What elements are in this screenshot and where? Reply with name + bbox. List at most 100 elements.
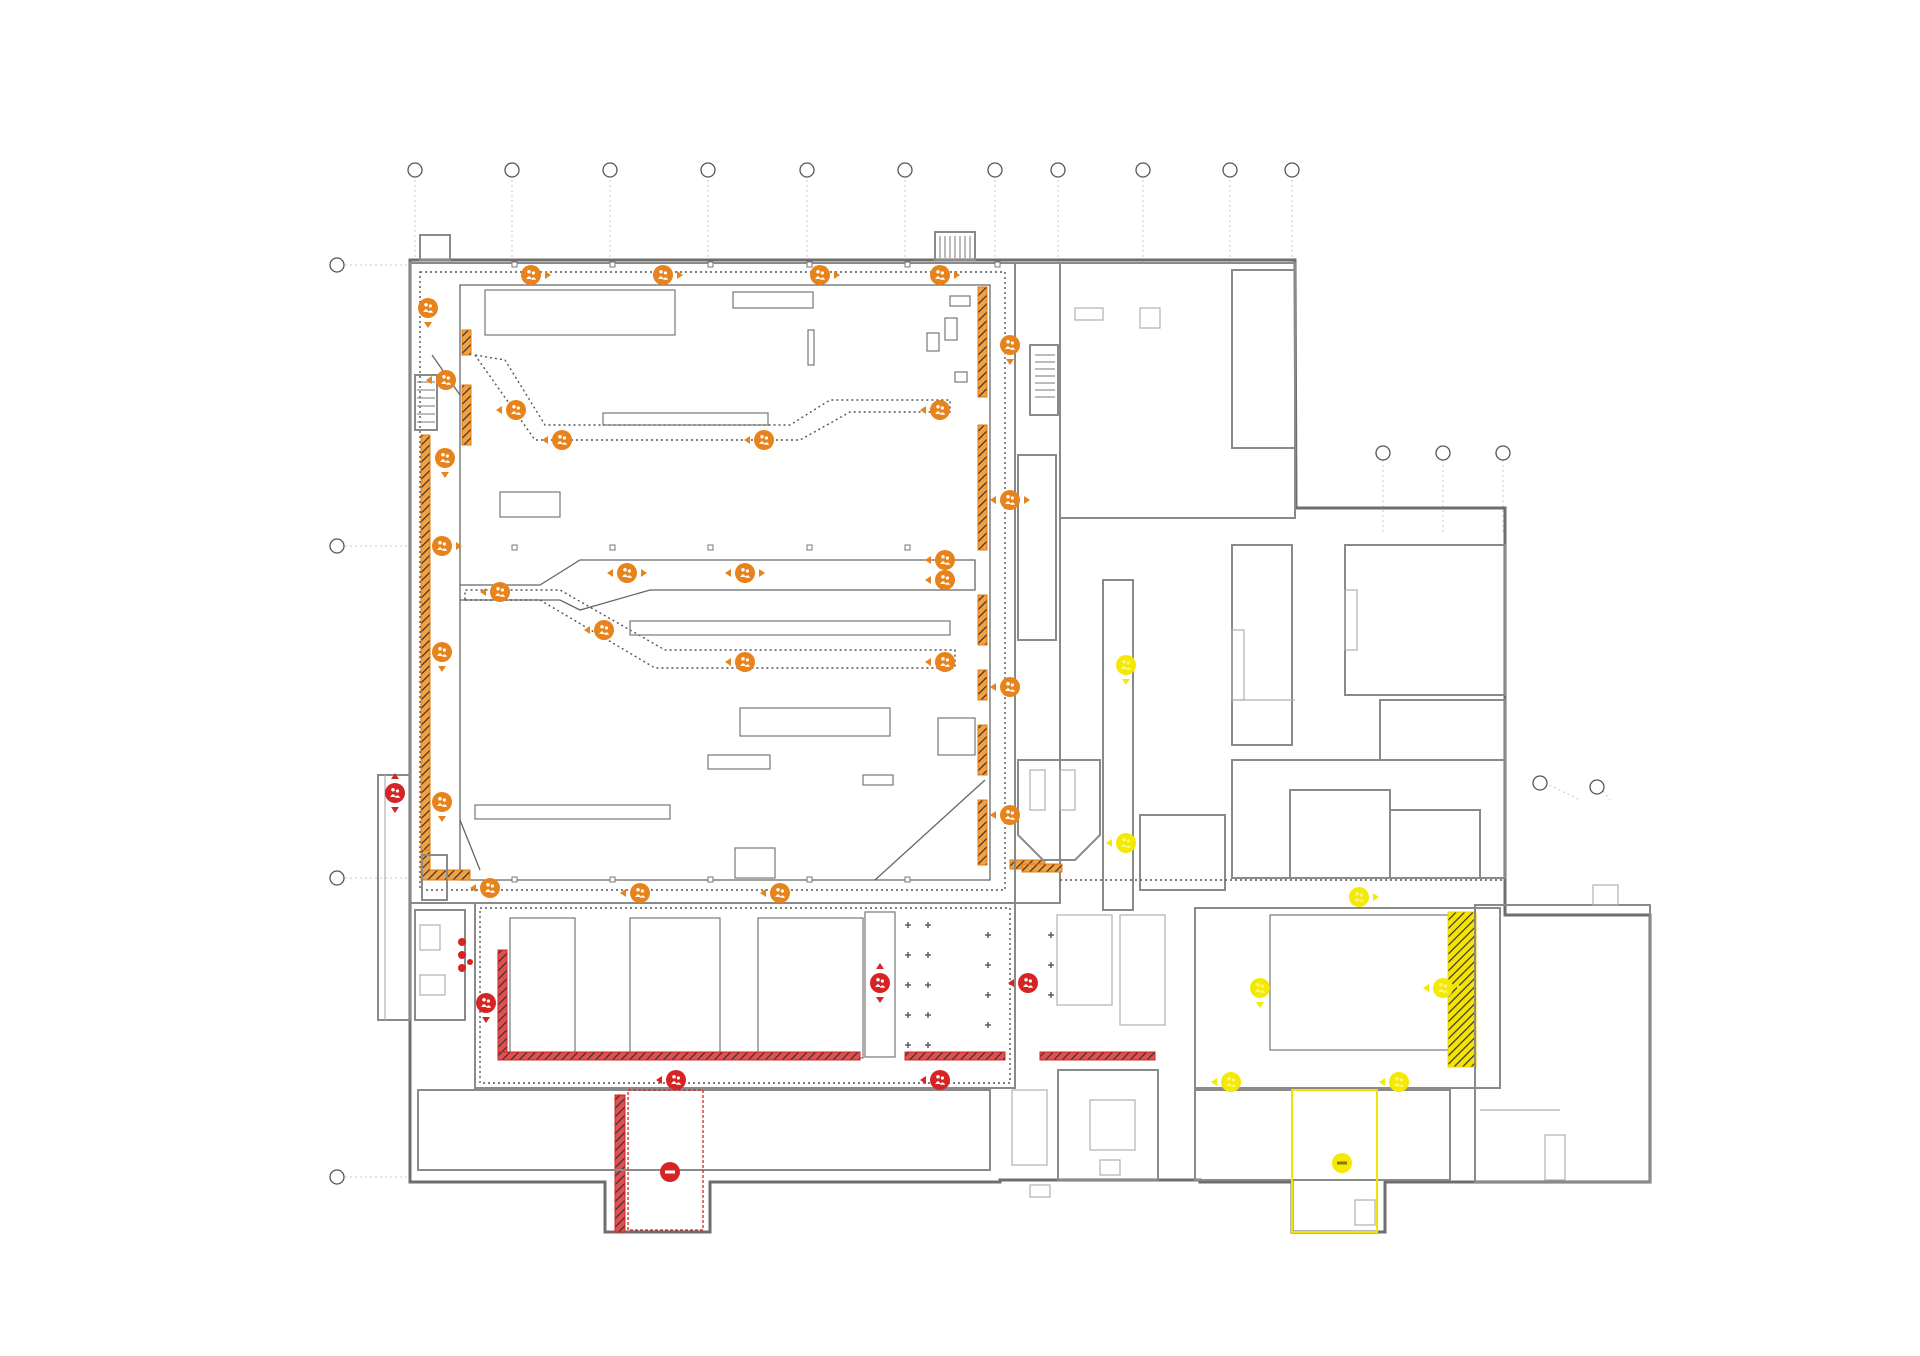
evacuation-person-icon	[1106, 833, 1136, 853]
exit-arrow	[438, 666, 446, 672]
exit-arrow	[1024, 496, 1030, 504]
lower-bays	[417, 902, 1159, 1233]
evacuation-markers	[385, 265, 1463, 1182]
evacuation-person-icon	[432, 642, 452, 672]
exit-arrow	[441, 472, 449, 478]
exit-arrow	[456, 542, 462, 550]
exit-arrow	[990, 811, 996, 819]
hatched-strips-red	[497, 949, 1156, 1233]
exit-arrow	[1106, 839, 1112, 847]
exit-arrow	[542, 436, 548, 444]
evacuation-person-icon	[1211, 1072, 1241, 1092]
exit-arrow	[641, 569, 647, 577]
exit-arrow	[656, 1076, 662, 1084]
exit-arrow	[725, 569, 731, 577]
exit-arrow	[470, 884, 476, 892]
evacuation-person-icon	[385, 773, 405, 813]
evacuation-person-icon	[584, 620, 614, 640]
evacuation-person-icon	[480, 582, 510, 602]
exit-arrow	[920, 406, 926, 414]
evacuation-person-icon	[925, 652, 955, 672]
exit-arrow	[925, 556, 931, 564]
exit-arrow	[677, 271, 683, 279]
exit-arrow	[1256, 1002, 1264, 1008]
exit-arrow	[925, 658, 931, 666]
evacuation-person-icon	[920, 400, 950, 420]
exit-arrow	[759, 569, 765, 577]
exit-arrow	[496, 406, 502, 414]
exit-arrow	[607, 569, 613, 577]
assembly-point-icon	[1332, 1153, 1352, 1173]
evacuation-person-icon	[496, 400, 526, 420]
evacuation-person-icon	[1349, 887, 1379, 907]
exit-arrow	[876, 963, 884, 969]
evacuation-person-icon	[760, 883, 790, 903]
lower-east	[1056, 884, 1651, 1233]
crosses	[905, 922, 1054, 1048]
exit-arrow	[834, 271, 840, 279]
evacuation-person-icon	[725, 563, 765, 583]
evacuation-person-icon	[653, 265, 683, 285]
exit-arrow	[990, 496, 996, 504]
exit-arrow	[482, 1017, 490, 1023]
exit-arrow	[438, 816, 446, 822]
evacuation-person-icon	[744, 430, 774, 450]
exit-arrow	[954, 271, 960, 279]
exit-arrow	[744, 436, 750, 444]
evacuation-person-icon	[990, 490, 1030, 510]
evacuation-person-icon	[1423, 978, 1463, 998]
exit-arrow	[1373, 893, 1379, 901]
exit-arrow	[426, 376, 432, 384]
exit-arrow	[545, 271, 551, 279]
exit-arrow	[925, 576, 931, 584]
evacuation-person-icon	[432, 792, 452, 822]
evacuation-person-icon	[725, 652, 755, 672]
exit-arrow	[480, 588, 486, 596]
east-corridor	[1014, 262, 1101, 904]
evacuation-person-icon	[418, 298, 438, 328]
evacuation-person-icon	[990, 805, 1020, 825]
evacuation-person-icon	[925, 570, 955, 590]
evacuation-person-icon	[426, 370, 456, 390]
evacuation-person-icon	[1000, 335, 1020, 365]
exit-arrow	[584, 626, 590, 634]
evacuation-person-icon	[432, 536, 462, 556]
columns	[511, 261, 1001, 883]
exit-arrow	[424, 322, 432, 328]
exit-arrow	[920, 1076, 926, 1084]
structural-grid	[329, 162, 1611, 1185]
evacuation-person-icon	[930, 265, 960, 285]
exit-arrow	[1423, 984, 1429, 992]
exit-arrow	[1008, 979, 1014, 987]
evacuation-person-icon	[1250, 978, 1270, 1008]
evacuation-person-icon	[870, 963, 890, 1003]
exit-arrow	[1379, 1078, 1385, 1086]
grid-lines-horizontal	[345, 264, 1611, 1178]
evacuation-person-icon	[990, 677, 1020, 697]
evacuation-person-icon	[810, 265, 840, 285]
exit-arrow	[1122, 679, 1130, 685]
exit-arrow	[876, 997, 884, 1003]
fire-extinguisher-icon	[458, 938, 473, 972]
grid-bubbles	[329, 162, 1605, 1185]
grid-lines-vertical	[414, 180, 1504, 535]
exit-arrow	[760, 889, 766, 897]
exit-arrow	[1006, 359, 1014, 365]
east-building	[1059, 262, 1506, 911]
evacuation-person-icon	[1116, 655, 1136, 685]
evacuation-person-icon	[607, 563, 647, 583]
left-annex	[414, 909, 466, 1021]
evacuation-person-icon	[542, 430, 572, 450]
evacuation-person-icon	[920, 1070, 950, 1090]
exit-arrow	[725, 658, 731, 666]
evacuation-person-icon	[1008, 973, 1038, 993]
evacuation-person-icon	[925, 550, 955, 570]
evacuation-person-icon	[1379, 1072, 1409, 1092]
exit-arrow	[990, 683, 996, 691]
evacuation-person-icon	[521, 265, 551, 285]
evacuation-person-icon	[470, 878, 500, 898]
evacuation-person-icon	[620, 883, 650, 903]
assembly-point-icon	[660, 1162, 680, 1182]
evacuation-person-icon	[656, 1070, 686, 1090]
